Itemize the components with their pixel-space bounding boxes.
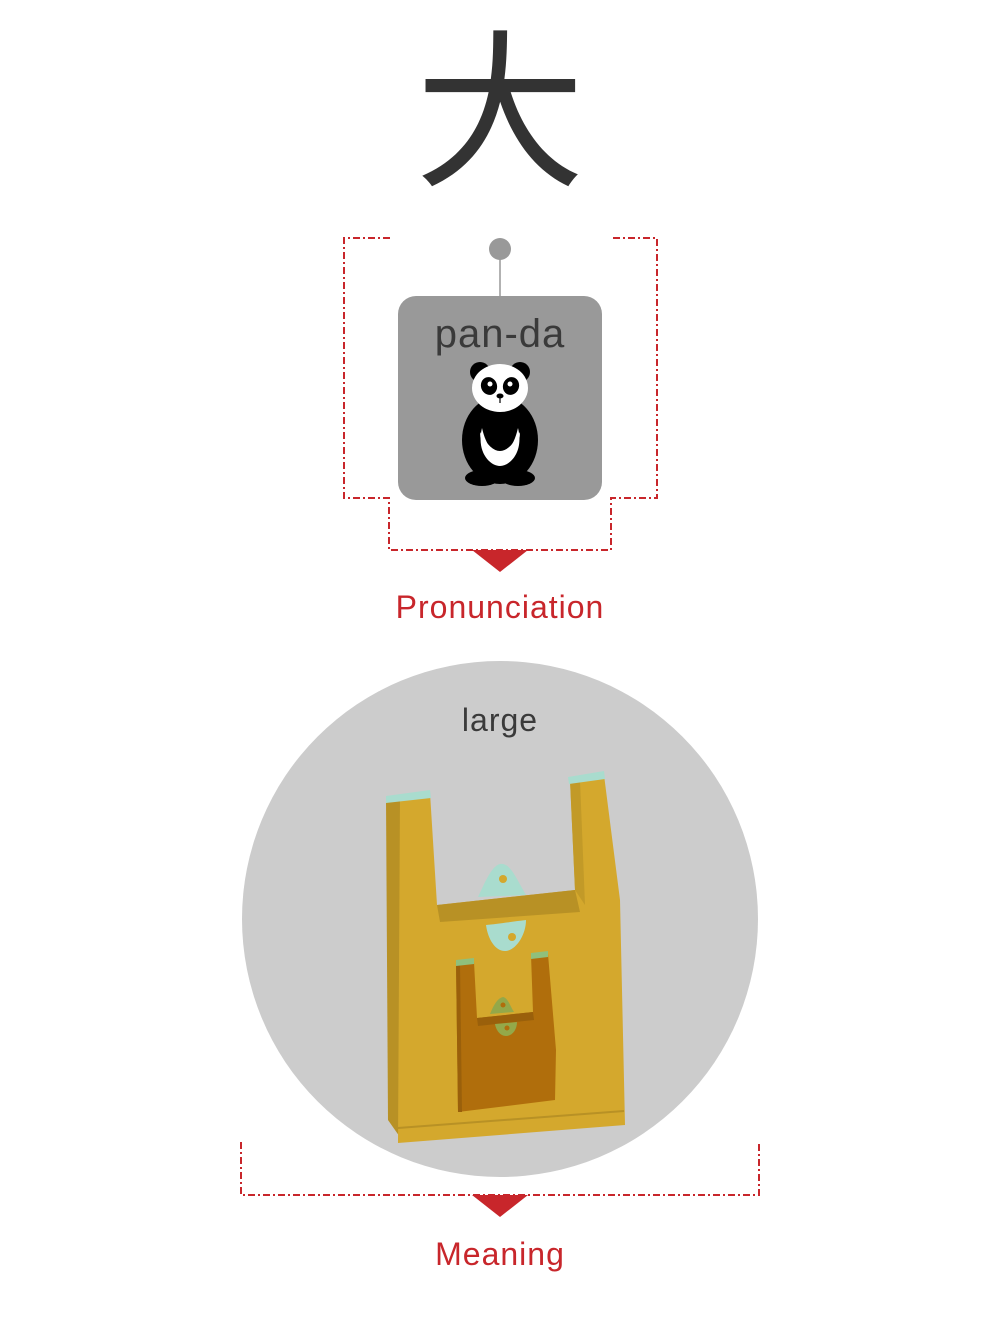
pronunciation-text: pan-da <box>434 312 566 356</box>
pronunciation-label: Pronunciation <box>395 589 605 625</box>
meaning-text: large <box>461 702 539 738</box>
chinese-character: 大 <box>414 16 585 214</box>
meaning-arrow-icon <box>472 1195 528 1217</box>
pronunciation-arrow-icon <box>472 550 528 572</box>
pin-icon <box>489 238 511 260</box>
meaning-label: Meaning <box>435 1236 565 1272</box>
